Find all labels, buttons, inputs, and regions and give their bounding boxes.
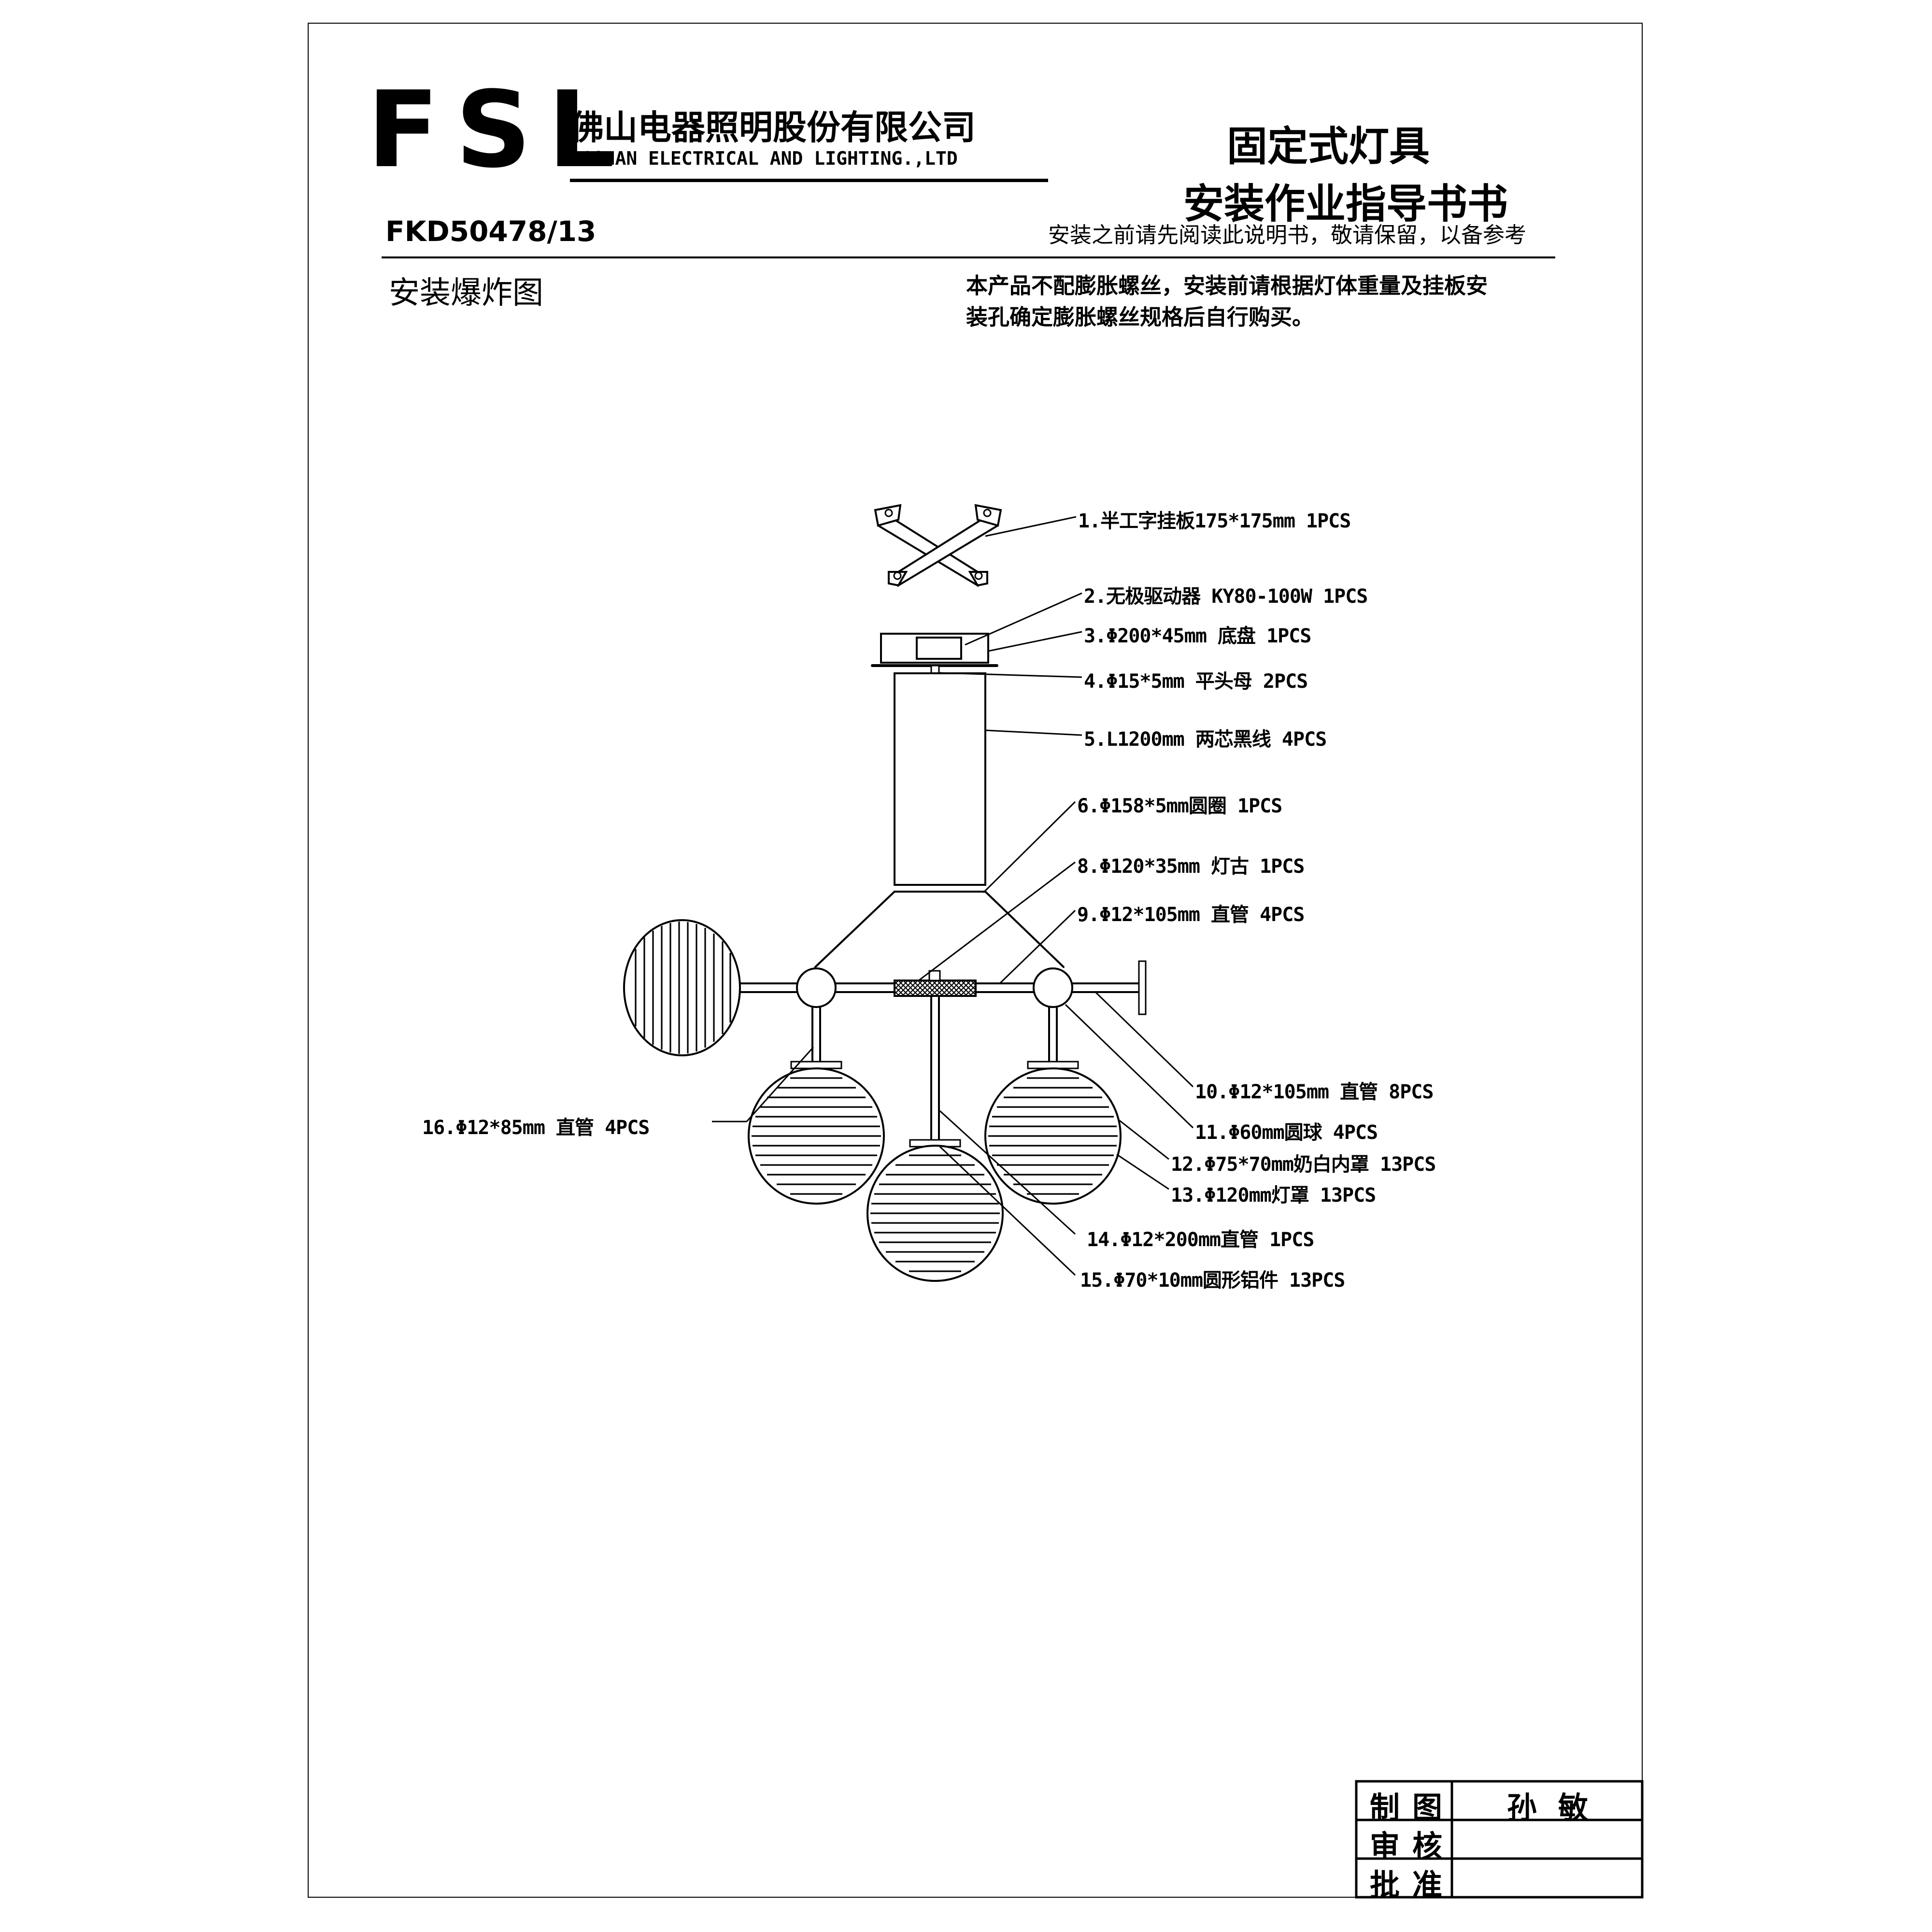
drop-tubes bbox=[811, 995, 1058, 1141]
part-label: 13.Φ120mm灯罩 13PCS bbox=[1171, 1184, 1376, 1207]
part-label: 8.Φ120*35mm 灯古 1PCS bbox=[1077, 855, 1305, 878]
part-label: 15.Φ70*10mm圆形铝件 13PCS bbox=[1080, 1269, 1345, 1292]
checked-by-label: 审核 bbox=[1370, 1829, 1455, 1864]
section-title: 安装爆炸图 bbox=[389, 275, 543, 311]
company-name-en: FOSHAN ELECTRICAL AND LIGHTING.,LTD bbox=[571, 148, 958, 169]
center-fitting bbox=[894, 970, 977, 997]
part-label: 5.L1200mm 两芯黑线 4PCS bbox=[1084, 728, 1327, 751]
ring-and-cone bbox=[814, 884, 1065, 968]
read-before-install-note: 安装之前请先阅读此说明书，敬请保留，以备参考 bbox=[1048, 222, 1527, 248]
lamp-exploded-view bbox=[727, 504, 1147, 1148]
shade-left bbox=[623, 919, 741, 1056]
leader-lines bbox=[712, 516, 1194, 1276]
ceiling-canopy bbox=[871, 633, 998, 674]
approved-by-label: 批准 bbox=[1370, 1867, 1455, 1903]
part-label: 3.Φ200*45mm 底盘 1PCS bbox=[1084, 625, 1311, 647]
part-label: 1.半工字挂板175*175mm 1PCS bbox=[1078, 510, 1351, 532]
title-block bbox=[1355, 1780, 1644, 1899]
mounting-plate bbox=[874, 504, 1002, 587]
part-label: 16.Φ12*85mm 直管 4PCS bbox=[422, 1117, 650, 1139]
logo-underline bbox=[570, 179, 1048, 182]
part-label: 6.Φ158*5mm圆圈 1PCS bbox=[1077, 795, 1282, 817]
shade-lower-right bbox=[984, 1067, 1122, 1205]
connector-ball-left bbox=[796, 967, 837, 1008]
aluminum-cup bbox=[1138, 960, 1147, 1015]
screw-warning-line-2: 装孔确定膨胀螺丝规格后自行购买。 bbox=[966, 304, 1314, 330]
company-name-cn: 佛山电器照明股份有限公司 bbox=[570, 108, 976, 147]
model-number: FKD50478/13 bbox=[385, 215, 597, 248]
drawn-by-name: 孙敏 bbox=[1507, 1790, 1610, 1825]
part-label: 12.Φ75*70mm奶白内罩 13PCS bbox=[1171, 1153, 1436, 1176]
part-label: 4.Φ15*5mm 平头母 2PCS bbox=[1084, 670, 1308, 693]
drawn-by-label: 制图 bbox=[1370, 1790, 1455, 1825]
company-logo: FSL bbox=[367, 69, 631, 191]
part-label: 11.Φ60mm圆球 4PCS bbox=[1195, 1122, 1378, 1144]
sheet-border bbox=[308, 23, 1643, 1898]
shade-center bbox=[867, 1145, 1004, 1282]
document-subtitle: 安装作业指导书书 bbox=[1183, 180, 1508, 227]
cable-sleeve bbox=[894, 672, 986, 886]
screw-warning-line-1: 本产品不配膨胀螺丝，安装前请根据灯体重量及挂板安 bbox=[966, 273, 1488, 298]
document-title: 固定式灯具 bbox=[1227, 123, 1430, 170]
part-label: 14.Φ12*200mm直管 1PCS bbox=[1087, 1229, 1314, 1251]
connector-ball-right bbox=[1033, 967, 1073, 1008]
aluminum-cup bbox=[1027, 1061, 1079, 1069]
part-label: 2.无极驱动器 KY80-100W 1PCS bbox=[1084, 585, 1368, 608]
part-label: 10.Φ12*105mm 直管 8PCS bbox=[1195, 1081, 1434, 1103]
shade-lower-left bbox=[748, 1067, 885, 1205]
part-label: 9.Φ12*105mm 直管 4PCS bbox=[1077, 904, 1305, 926]
